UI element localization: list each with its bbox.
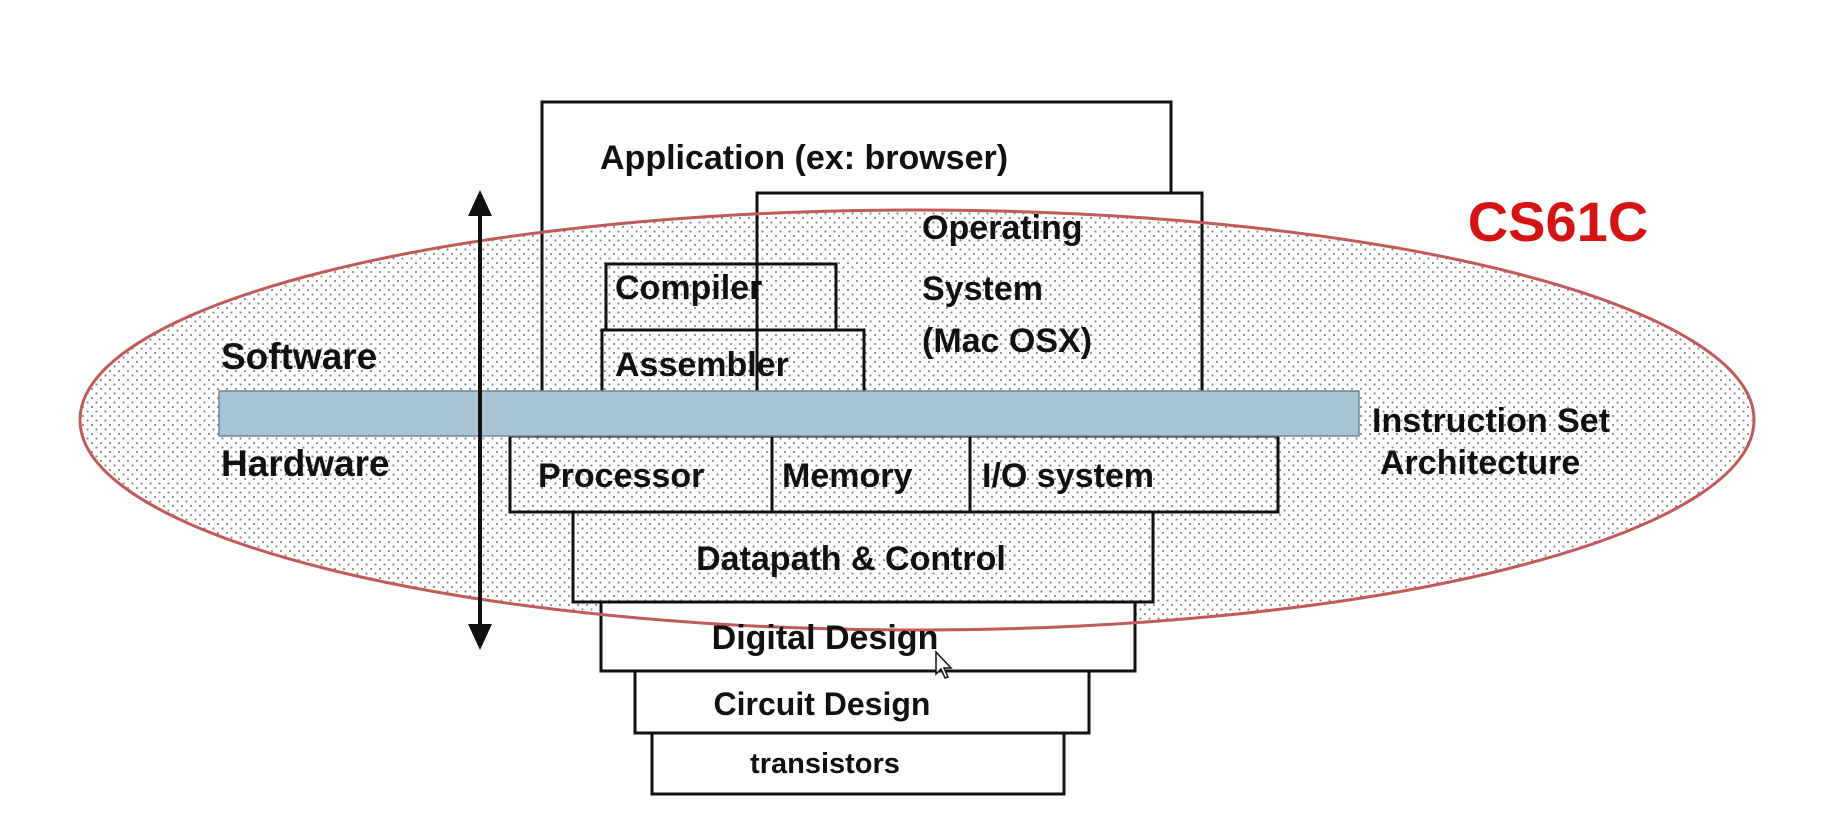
memory-label: Memory	[782, 457, 912, 495]
processor-label: Processor	[538, 457, 704, 495]
assembler-label: Assembler	[615, 346, 789, 384]
io-system-label: I/O system	[982, 457, 1154, 495]
cs61c-scope-outline	[78, 208, 1756, 632]
course-title: CS61C	[1468, 190, 1649, 253]
circuit-design-box	[633, 669, 1091, 735]
software-label: Software	[221, 336, 377, 377]
os-label-line3: (Mac OSX)	[922, 322, 1092, 360]
transistors-label: transistors	[750, 748, 900, 780]
datapath-control-label: Datapath & Control	[696, 540, 1006, 578]
hardware-label: Hardware	[221, 443, 390, 484]
mouse-cursor-icon	[935, 650, 953, 679]
os-label-line1: Operating	[922, 209, 1083, 247]
isa-label-line2: Architecture	[1380, 444, 1580, 482]
digital-design-label: Digital Design	[712, 619, 939, 657]
digital-design-box	[599, 600, 1137, 673]
application-label: Application (ex: browser)	[600, 139, 1008, 177]
os-label-line2: System	[922, 270, 1043, 308]
arrow-up-head	[468, 190, 492, 216]
isa-bar	[218, 390, 1360, 437]
circuit-design-label: Circuit Design	[714, 686, 931, 722]
compiler-label: Compiler	[615, 269, 762, 307]
isa-label-line1: Instruction Set	[1372, 402, 1610, 440]
transistors-box	[650, 731, 1066, 796]
arrow-down-head	[468, 624, 492, 650]
